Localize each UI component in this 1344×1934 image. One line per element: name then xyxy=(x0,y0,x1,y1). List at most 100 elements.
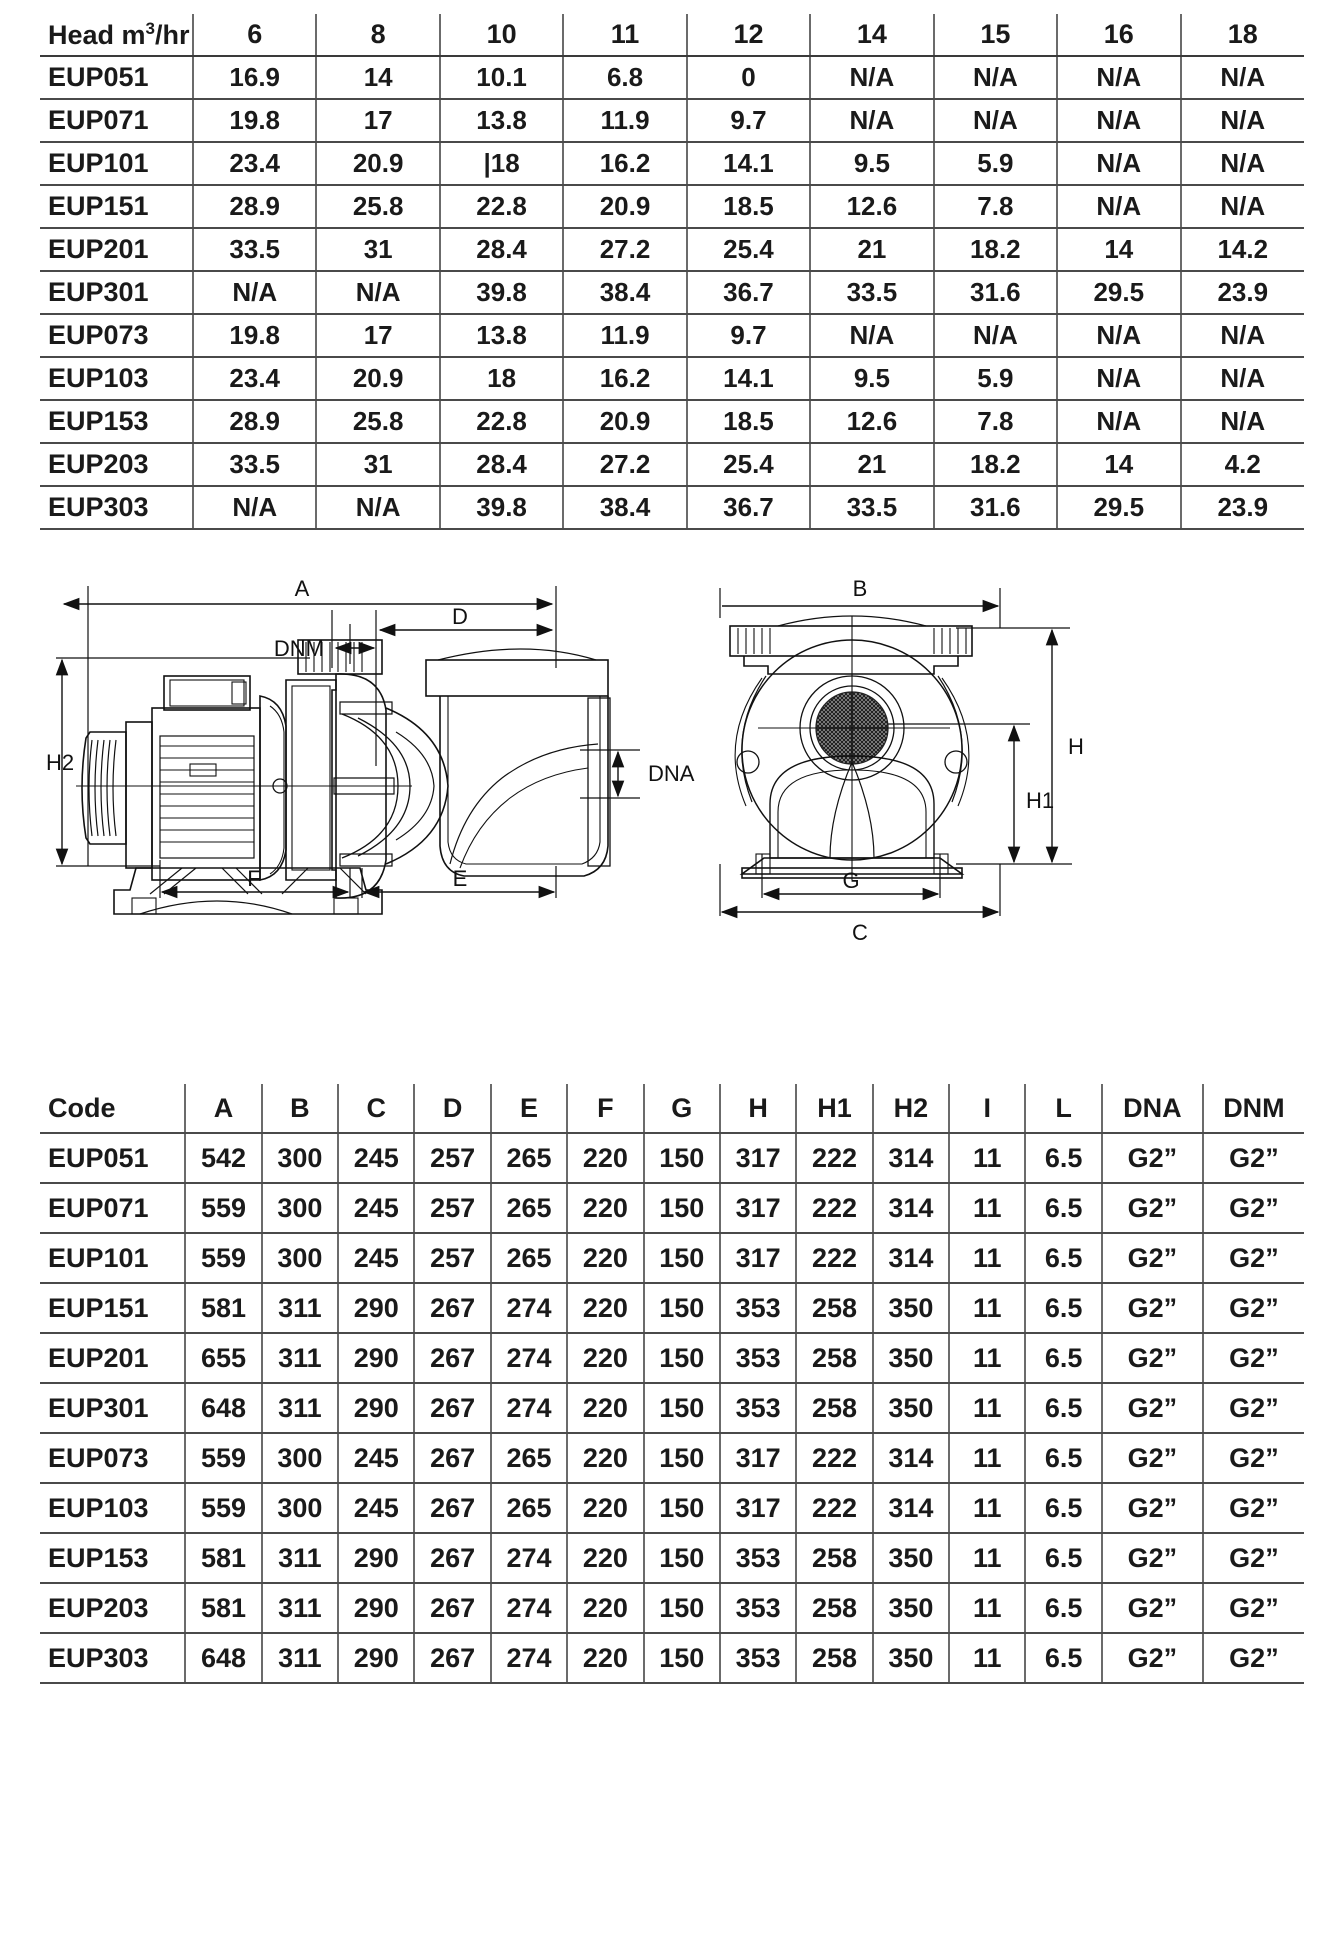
dim-cell: 11 xyxy=(948,1333,1026,1384)
dim-cell: 222 xyxy=(795,1483,873,1534)
perf-cell: N/A xyxy=(315,271,440,315)
perf-cell: 10.1 xyxy=(438,56,564,100)
dim-cell: 11 xyxy=(948,1283,1026,1334)
perf-col-header-18: 18 xyxy=(1179,14,1304,57)
dim-cell: G2” xyxy=(1201,1283,1304,1334)
perf-cell: 12.6 xyxy=(809,185,934,229)
dim-cell: 290 xyxy=(337,1333,415,1384)
dim-cell: 311 xyxy=(260,1533,339,1584)
dim-cell: 267 xyxy=(413,1433,491,1484)
perf-cell: 13.8 xyxy=(438,314,564,358)
perf-cell: 29.5 xyxy=(1056,486,1181,530)
perf-cell: 20.9 xyxy=(562,185,687,229)
dim-cell: 311 xyxy=(260,1333,339,1384)
perf-row-code: EUP071 xyxy=(40,99,193,143)
perf-col-header-8: 8 xyxy=(315,14,440,57)
dim-cell: 300 xyxy=(260,1133,339,1184)
dim-col-header-l: L xyxy=(1024,1084,1102,1134)
dim-row-code: EUP073 xyxy=(40,1433,186,1484)
perf-cell: 38.4 xyxy=(562,271,687,315)
dim-cell: 267 xyxy=(413,1633,491,1684)
dim-cell: 6.5 xyxy=(1024,1283,1102,1334)
dim-cell: G2” xyxy=(1100,1233,1203,1284)
perf-cell: 19.8 xyxy=(191,314,317,358)
dim-cell: 245 xyxy=(337,1483,415,1534)
dim-cell: 317 xyxy=(718,1133,797,1184)
perf-row-code: EUP203 xyxy=(40,443,193,487)
dim-cell: 353 xyxy=(718,1283,797,1334)
dim-cell: 265 xyxy=(489,1483,568,1534)
perf-cell: 7.8 xyxy=(932,400,1058,444)
perf-col-header-12: 12 xyxy=(685,14,811,57)
dim-cell: 581 xyxy=(184,1533,262,1584)
dim-cell: 220 xyxy=(566,1633,644,1684)
perf-cell: N/A xyxy=(1056,400,1181,444)
pump-side-illustration xyxy=(76,639,611,915)
perf-cell: 39.8 xyxy=(438,486,564,530)
dim-cell: 290 xyxy=(337,1383,415,1434)
dim-col-header-dnm: DNM xyxy=(1201,1084,1304,1134)
perf-cell: 11.9 xyxy=(562,314,687,358)
dim-row-code: EUP101 xyxy=(40,1233,186,1284)
perf-cell: N/A xyxy=(1179,142,1304,186)
perf-cell: |18 xyxy=(438,142,564,186)
perf-cell: 39.8 xyxy=(438,271,564,315)
dim-row-code: EUP201 xyxy=(40,1333,186,1384)
dim-label-D: D xyxy=(452,604,468,629)
dim-cell: 220 xyxy=(566,1333,644,1384)
perf-cell: 31 xyxy=(315,443,440,487)
front-view-extension-lines xyxy=(719,588,1072,916)
perf-cell: N/A xyxy=(191,271,317,315)
dim-cell: 150 xyxy=(642,1483,720,1534)
motor-fins xyxy=(160,745,254,843)
perf-row-code: EUP153 xyxy=(40,400,193,444)
dimensional-drawing: A D DNM DNA H2 F E B H H1 G C xyxy=(40,568,1304,1058)
dim-cell: 314 xyxy=(871,1183,950,1234)
dim-row-code: EUP071 xyxy=(40,1183,186,1234)
dim-cell: 257 xyxy=(413,1233,491,1284)
perf-cell: N/A xyxy=(809,99,934,143)
dim-cell: 220 xyxy=(566,1133,644,1184)
dim-cell: G2” xyxy=(1100,1583,1203,1634)
perf-cell: 23.4 xyxy=(191,142,317,186)
dim-label-DNA: DNA xyxy=(648,761,695,786)
perf-cell: 28.4 xyxy=(438,228,564,272)
perf-col-header-11: 11 xyxy=(562,14,687,57)
dim-cell: 267 xyxy=(413,1383,491,1434)
dim-cell: 220 xyxy=(566,1183,644,1234)
perf-row-code: EUP051 xyxy=(40,56,193,100)
perf-cell: 25.4 xyxy=(685,228,811,272)
dim-cell: 559 xyxy=(184,1183,262,1234)
dim-label-F: F xyxy=(247,866,260,891)
performance-corner-header: Head m3/hr xyxy=(40,14,193,57)
dim-label-H2: H2 xyxy=(46,750,74,775)
dim-cell: 274 xyxy=(489,1533,568,1584)
dim-cell: 353 xyxy=(718,1633,797,1684)
perf-cell: N/A xyxy=(1179,56,1304,100)
dim-col-header-e: E xyxy=(489,1084,568,1134)
dim-row-code: EUP203 xyxy=(40,1583,186,1634)
perf-cell: 27.2 xyxy=(562,228,687,272)
dim-cell: 353 xyxy=(718,1383,797,1434)
dim-cell: 150 xyxy=(642,1183,720,1234)
dim-cell: 257 xyxy=(413,1183,491,1234)
perf-cell: 36.7 xyxy=(685,486,811,530)
perf-cell: N/A xyxy=(809,56,934,100)
perf-cell: 18.2 xyxy=(932,228,1058,272)
dim-cell: 353 xyxy=(718,1583,797,1634)
dim-label-C: C xyxy=(852,920,868,945)
dim-cell: 6.5 xyxy=(1024,1233,1102,1284)
dim-cell: 353 xyxy=(718,1533,797,1584)
dim-cell: 267 xyxy=(413,1483,491,1534)
dim-cell: G2” xyxy=(1100,1383,1203,1434)
dim-cell: 150 xyxy=(642,1233,720,1284)
perf-row-code: EUP301 xyxy=(40,271,193,315)
